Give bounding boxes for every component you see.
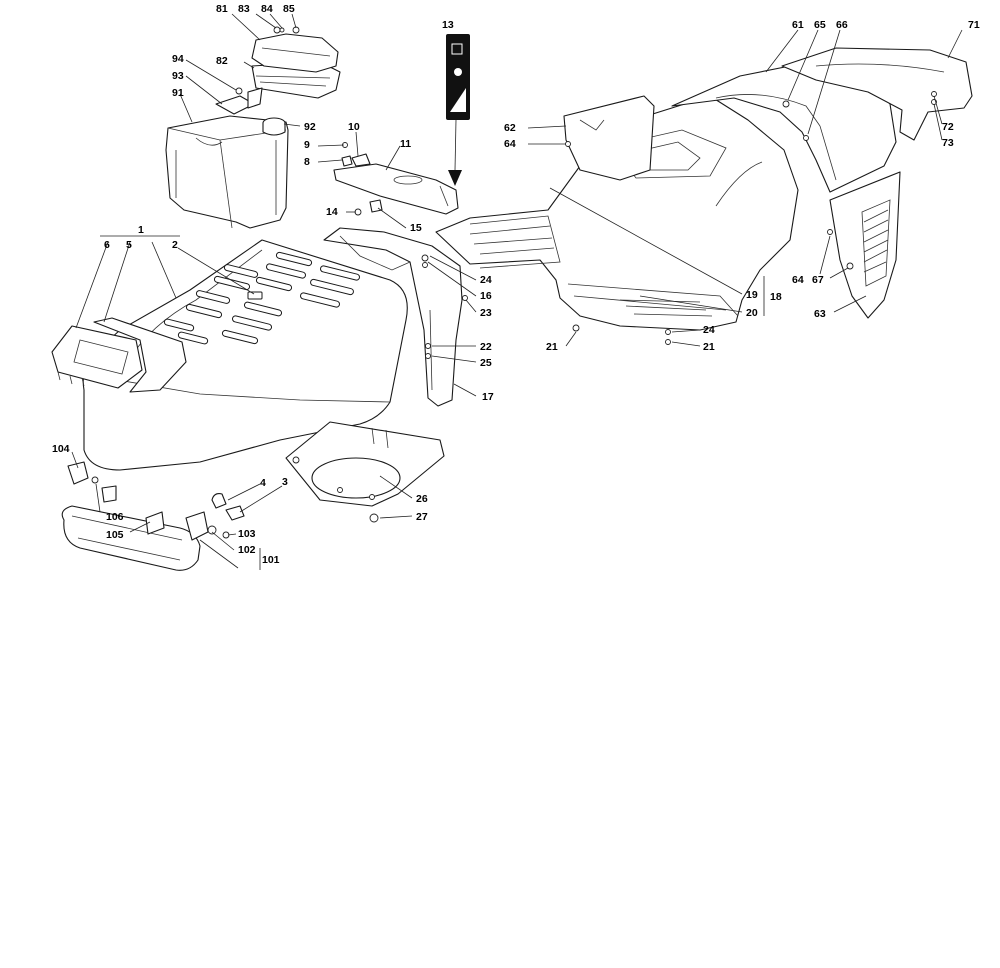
rivet xyxy=(235,87,243,95)
callout-24-a: 24 xyxy=(480,274,492,286)
callout-3: 3 xyxy=(282,476,288,488)
callout-6: 6 xyxy=(104,239,110,251)
dashboard-panel xyxy=(333,163,459,215)
rear-cover xyxy=(781,47,973,141)
engine-hood xyxy=(82,239,408,471)
washer xyxy=(425,353,431,359)
side-grille-panel xyxy=(829,171,901,319)
screw xyxy=(665,339,671,345)
callout-2: 2 xyxy=(172,239,178,251)
screw xyxy=(425,343,431,349)
callout-65: 65 xyxy=(814,19,826,31)
callout-21-a: 21 xyxy=(546,341,558,353)
callout-106: 106 xyxy=(106,511,124,523)
callout-61: 61 xyxy=(792,19,804,31)
callout-labels: 1 2 3 4 5 6 8 9 10 11 13 14 15 16 17 18 … xyxy=(52,3,980,566)
callout-19: 19 xyxy=(746,289,758,301)
callout-66: 66 xyxy=(836,19,848,31)
mounting-plate xyxy=(215,87,263,115)
decal-label xyxy=(446,34,470,120)
callout-93: 93 xyxy=(172,70,184,82)
headlight xyxy=(51,325,143,389)
screw xyxy=(572,324,580,332)
callout-104: 104 xyxy=(52,443,70,455)
callout-67: 67 xyxy=(812,274,824,286)
callout-8: 8 xyxy=(304,156,310,168)
callout-1: 1 xyxy=(138,224,144,236)
steering-column-cover xyxy=(323,227,463,407)
washer xyxy=(421,254,429,262)
callout-71: 71 xyxy=(968,19,980,31)
callout-92: 92 xyxy=(304,121,316,133)
small-washers xyxy=(273,26,300,34)
screw xyxy=(565,141,571,147)
screw xyxy=(462,295,468,301)
callout-105: 105 xyxy=(106,529,124,541)
callout-94: 94 xyxy=(172,53,184,65)
bottom-pan xyxy=(285,421,445,507)
screw xyxy=(827,229,833,235)
callout-27: 27 xyxy=(416,511,428,523)
washer xyxy=(665,329,671,335)
pan-screw xyxy=(369,513,379,523)
callout-20: 20 xyxy=(746,307,758,319)
top-cover xyxy=(251,33,339,73)
callout-21-b: 21 xyxy=(703,341,715,353)
callout-24-b: 24 xyxy=(703,324,715,336)
callout-63: 63 xyxy=(814,308,826,320)
front-bumper xyxy=(61,461,230,571)
callout-85: 85 xyxy=(283,3,295,15)
callout-5: 5 xyxy=(126,239,132,251)
callout-25: 25 xyxy=(480,357,492,369)
callout-103: 103 xyxy=(238,528,256,540)
headlight-bezel xyxy=(93,317,187,393)
callout-4: 4 xyxy=(260,477,266,489)
callout-72: 72 xyxy=(942,121,954,133)
callout-10: 10 xyxy=(348,121,360,133)
callout-64-b: 64 xyxy=(792,274,804,286)
screw xyxy=(846,262,854,270)
fender-bracket xyxy=(563,95,655,181)
callout-101: 101 xyxy=(262,554,280,566)
callout-62: 62 xyxy=(504,122,516,134)
callout-13: 13 xyxy=(442,19,454,31)
arrow-icon xyxy=(448,170,462,186)
callout-102: 102 xyxy=(238,544,256,556)
screw xyxy=(931,91,937,97)
screw xyxy=(422,262,428,268)
hood-clip xyxy=(211,493,245,521)
leader-lines xyxy=(71,13,963,570)
nut xyxy=(369,199,383,213)
callout-18: 18 xyxy=(770,291,782,303)
bracket-clip xyxy=(351,153,371,167)
callout-73: 73 xyxy=(942,137,954,149)
callout-22: 22 xyxy=(480,341,492,353)
clip xyxy=(341,155,353,167)
callout-9: 9 xyxy=(304,139,310,151)
callout-81: 81 xyxy=(216,3,228,15)
callout-17: 17 xyxy=(482,391,494,403)
callout-82: 82 xyxy=(216,55,228,67)
callout-91: 91 xyxy=(172,87,184,99)
callout-14: 14 xyxy=(326,206,338,218)
callout-15: 15 xyxy=(410,222,422,234)
callout-11: 11 xyxy=(400,138,411,150)
callout-64-a: 64 xyxy=(504,138,516,150)
callout-84: 84 xyxy=(261,3,273,15)
callout-23: 23 xyxy=(480,307,492,319)
screw xyxy=(782,100,790,108)
screw xyxy=(803,135,809,141)
fuel-cap xyxy=(262,117,286,136)
fuel-tank xyxy=(165,115,289,229)
callout-16: 16 xyxy=(480,290,492,302)
callout-83: 83 xyxy=(238,3,250,15)
callout-26: 26 xyxy=(416,493,428,505)
